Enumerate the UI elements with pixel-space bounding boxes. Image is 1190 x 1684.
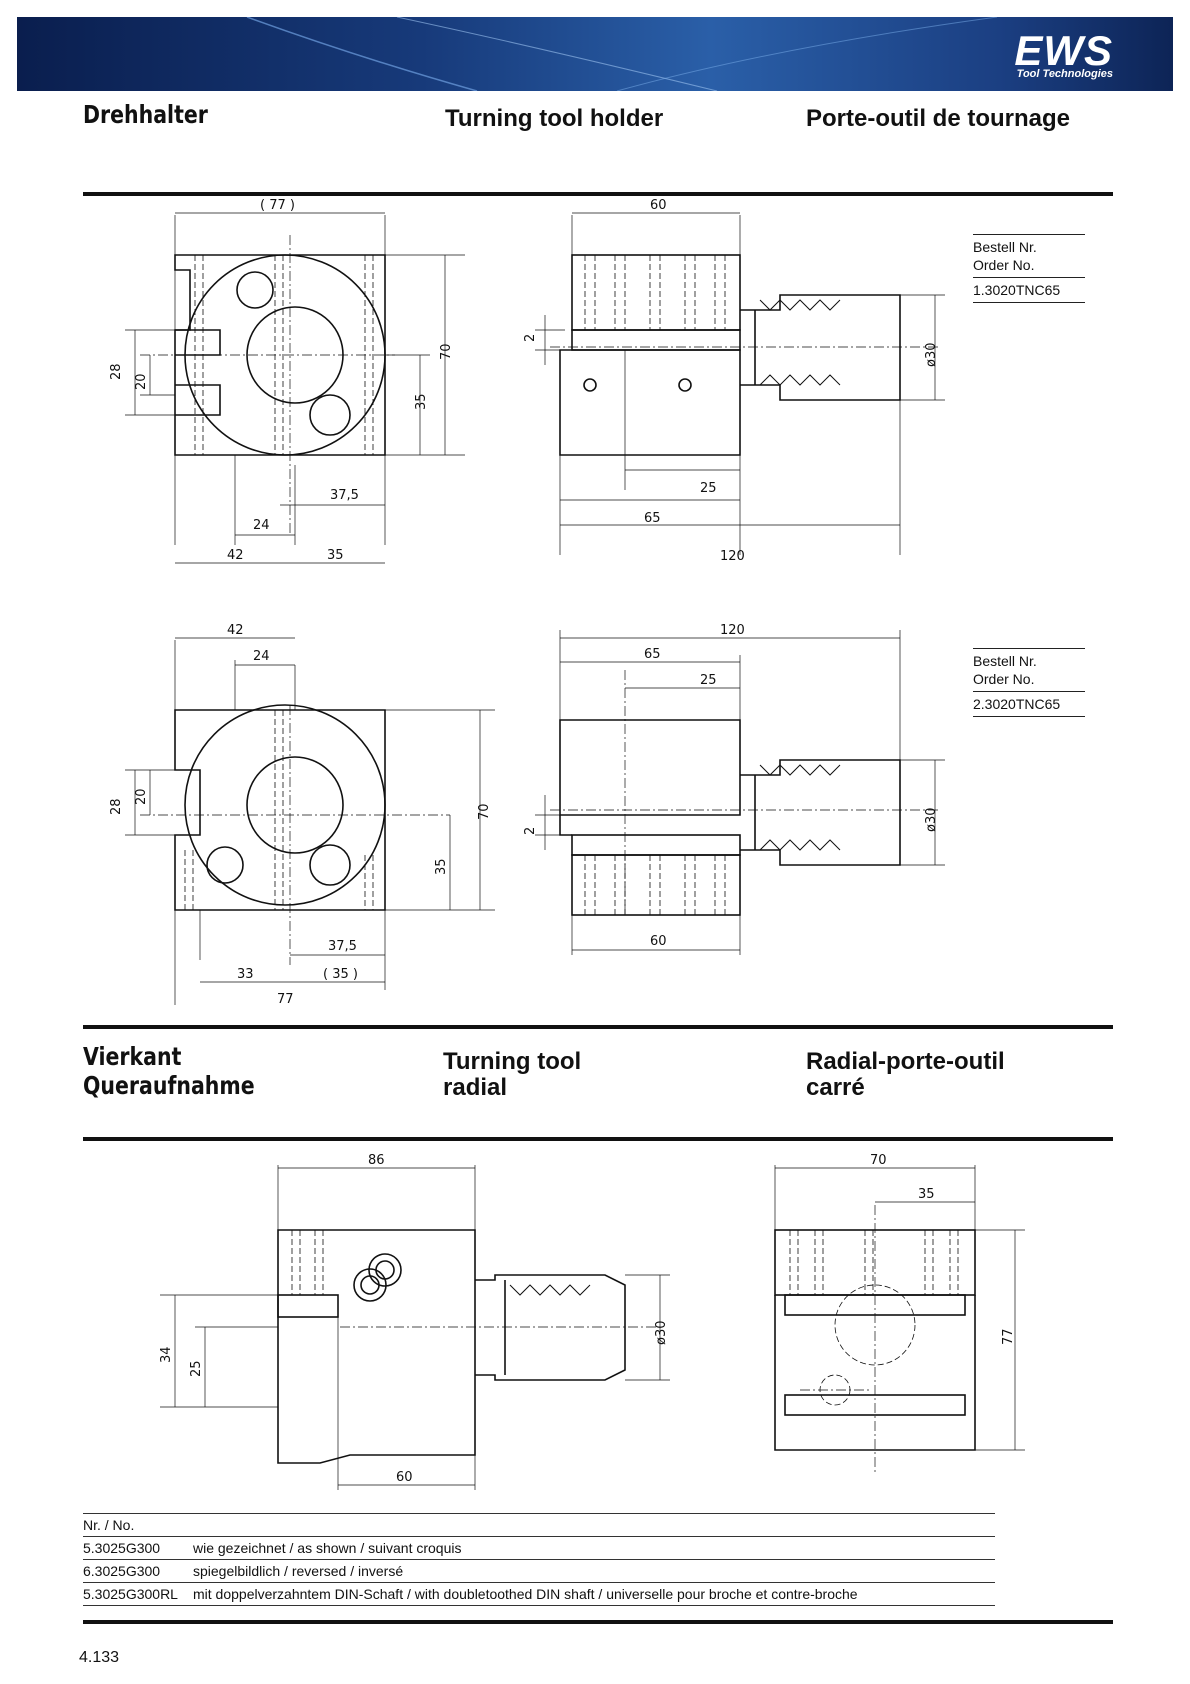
order-label-en: Order No. (973, 671, 1035, 687)
dim-25: 25 (700, 481, 717, 496)
dim-77: 77 (1001, 1328, 1016, 1345)
dim-25: 25 (700, 673, 717, 688)
drawing-side-view-2: 120 65 25 ø30 2 60 (523, 623, 945, 955)
dim-86: 86 (368, 1153, 385, 1168)
dim-dia30: ø30 (924, 343, 939, 368)
row-desc: spiegelbildlich / reversed / inversé (193, 1563, 404, 1579)
title2-de-line1: Vierkant (83, 1042, 182, 1071)
dim-35-ref: ( 35 ) (323, 967, 358, 982)
order-block-1: Bestell Nr. Order No. 1.3020TNC65 (973, 234, 1085, 306)
header-banner: EWS Tool Technologies (17, 17, 1173, 91)
dim-34: 34 (159, 1346, 174, 1363)
dim-37-5: 37,5 (328, 939, 357, 954)
footer-rule (83, 1620, 1113, 1624)
order-label-de: Bestell Nr. (973, 239, 1037, 255)
dim-77-ref: ( 77 ) (260, 198, 295, 213)
drawing-radial-side: 86 ø30 34 25 60 (159, 1153, 670, 1490)
dim-35b: 35 (327, 548, 344, 563)
order-label-de: Bestell Nr. (973, 653, 1037, 669)
title2-fr-line1: Radial-porte-outil (806, 1048, 1005, 1075)
table-header-label: Nr. / No. (83, 1517, 135, 1533)
dim-65: 65 (644, 647, 661, 662)
dim-37-5: 37,5 (330, 488, 359, 503)
table-row: 5.3025G300RL mit doppelverzahntem DIN-Sch… (83, 1583, 995, 1606)
page-number: 4.133 (79, 1649, 120, 1666)
dim-24: 24 (253, 518, 270, 533)
row-nr: 5.3025G300 (83, 1540, 161, 1556)
dim-60: 60 (650, 934, 667, 949)
title2-fr: Radial-porte-outil carré (806, 1049, 1005, 1101)
logo-text: EWS (1014, 27, 1113, 74)
title-de: Drehhalter (83, 100, 208, 129)
section1-top-rule (83, 192, 1113, 196)
dim-60: 60 (650, 198, 667, 213)
row-desc: mit doppelverzahntem DIN-Schaft / with d… (193, 1586, 858, 1602)
order-block-2: Bestell Nr. Order No. 2.3020TNC65 (973, 648, 1085, 720)
dim-70: 70 (477, 803, 492, 820)
drawing-front-view-2: 42 24 70 35 28 20 37,5 33 ( 35 ) 77 (109, 623, 495, 1005)
title-fr: Porte-outil de tournage (806, 105, 1070, 132)
dim-2: 2 (523, 827, 538, 835)
dim-33: 33 (237, 967, 254, 982)
title2-en: Turning tool radial (443, 1049, 581, 1101)
dim-65: 65 (644, 511, 661, 526)
order-table: Nr. / No. 5.3025G300 wie gezeichnet / as … (83, 1513, 995, 1606)
row-nr: 5.3025G300RL (83, 1586, 178, 1602)
order-number: 1.3020TNC65 (973, 282, 1061, 298)
table-header: Nr. / No. (83, 1513, 995, 1537)
banner-streaks (246, 17, 998, 91)
dim-20: 20 (134, 788, 149, 805)
dim-28: 28 (109, 798, 124, 815)
row-desc: wie gezeichnet / as shown / suivant croq… (193, 1540, 462, 1556)
dim-60: 60 (396, 1470, 413, 1485)
title2-de-line2: Queraufnahme (83, 1071, 255, 1100)
row-nr: 6.3025G300 (83, 1563, 161, 1579)
section2-drawing-rule (83, 1137, 1113, 1141)
title2-en-line1: Turning tool (443, 1048, 582, 1075)
table-row: 5.3025G300 wie gezeichnet / as shown / su… (83, 1537, 995, 1560)
dim-28: 28 (109, 363, 124, 380)
dim-24: 24 (253, 649, 270, 664)
dim-35: 35 (414, 393, 429, 410)
ews-logo[interactable]: EWS Tool Technologies (1014, 27, 1113, 81)
dim-70: 70 (439, 343, 454, 360)
logo-tagline: Tool Technologies (1016, 68, 1113, 80)
dim-120: 120 (720, 623, 745, 638)
dim-2: 2 (523, 334, 538, 342)
title-en: Turning tool holder (445, 105, 664, 132)
title2-fr-line2: carré (806, 1074, 865, 1101)
title2-en-line2: radial (443, 1074, 508, 1101)
table-row: 6.3025G300 spiegelbildlich / reversed / i… (83, 1560, 995, 1583)
dim-20: 20 (134, 373, 149, 390)
dim-dia30: ø30 (654, 1321, 669, 1346)
dim-25: 25 (189, 1360, 204, 1377)
dim-42: 42 (227, 623, 244, 638)
dim-70: 70 (870, 1153, 887, 1168)
order-number: 2.3020TNC65 (973, 696, 1061, 712)
dim-77: 77 (277, 992, 294, 1005)
dim-dia30: ø30 (924, 808, 939, 833)
dim-35: 35 (918, 1187, 935, 1202)
order-label-en: Order No. (973, 257, 1035, 273)
title2-de: Vierkant Queraufnahme (83, 1042, 255, 1100)
dim-35: 35 (434, 858, 449, 875)
dim-120: 120 (720, 549, 745, 564)
drawing-radial-front: 70 35 77 (774, 1153, 1025, 1475)
section2-top-rule (83, 1025, 1113, 1029)
drawing-side-view-1: 60 ø30 2 25 65 120 (523, 198, 945, 564)
drawing-front-view-1: ( 77 ) 70 35 28 20 37,5 24 42 35 (109, 198, 465, 564)
dim-42: 42 (227, 548, 244, 563)
